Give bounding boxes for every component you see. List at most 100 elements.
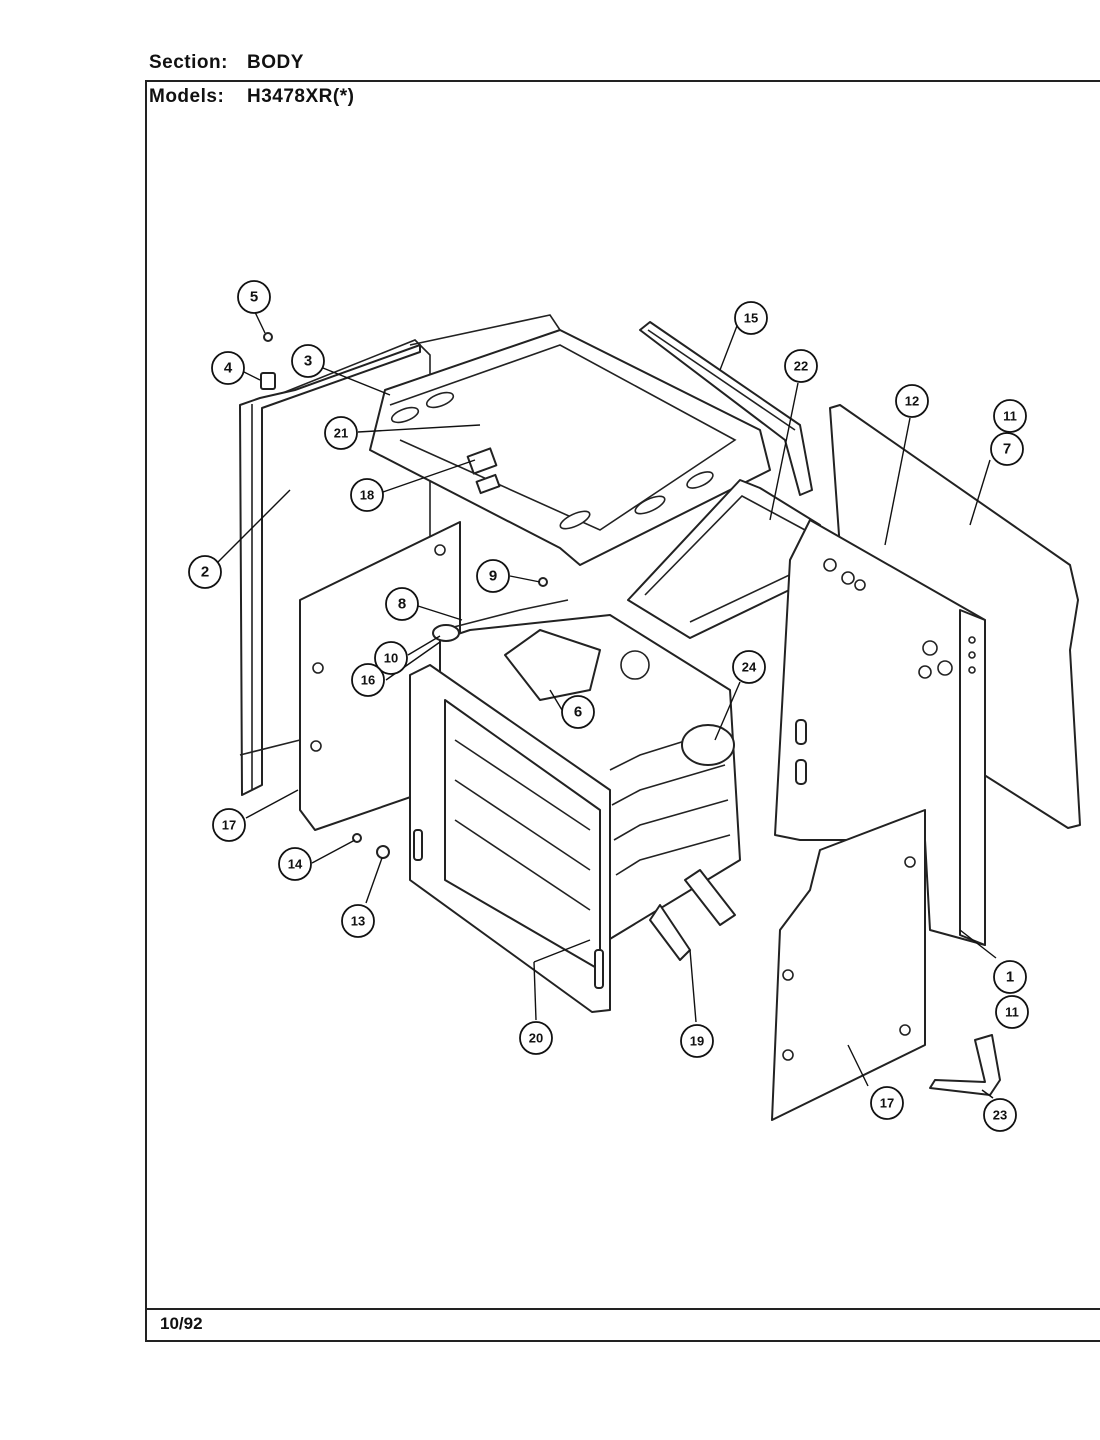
svg-text:2: 2 [201, 564, 209, 581]
svg-text:20: 20 [529, 1031, 543, 1046]
svg-text:4: 4 [224, 360, 233, 377]
leader-4 [243, 371, 261, 381]
svg-text:12: 12 [905, 394, 919, 409]
part-2-bottom [239, 739, 301, 756]
svg-text:6: 6 [574, 704, 582, 721]
leader-24 [714, 681, 741, 741]
svg-text:8: 8 [398, 596, 406, 613]
part-3-slot-1 [390, 406, 420, 424]
callout-15: 15 [734, 301, 768, 335]
svg-text:19: 19 [690, 1034, 704, 1049]
svg-text:17: 17 [222, 818, 236, 833]
revision-date: 10/92 [160, 1314, 203, 1333]
leader-21 [357, 424, 481, 433]
callout-2: 2 [188, 555, 222, 589]
section-label: Section: [149, 52, 228, 73]
part-17-hole-3 [310, 740, 322, 752]
callout-1: 1 [993, 960, 1027, 994]
callout-20: 20 [519, 1021, 553, 1055]
callout-18: 18 [350, 478, 384, 512]
models-label: Models: [149, 86, 225, 107]
svg-text:11: 11 [1005, 1005, 1019, 1020]
part-3-slot-5 [686, 471, 714, 489]
svg-text:5: 5 [250, 289, 258, 306]
leader-20 [533, 961, 537, 1021]
part-drawings [239, 314, 1081, 1121]
part-12-hole-5 [937, 660, 953, 676]
part-3-inner [389, 344, 737, 531]
part-15-edge [647, 329, 796, 431]
svg-text:7: 7 [1003, 441, 1011, 458]
models-value: H3478XR(*) [247, 86, 355, 107]
part-18-base [475, 473, 501, 495]
leader-3 [322, 367, 391, 396]
leader-10 [407, 635, 441, 656]
leader-lines [217, 309, 997, 1099]
svg-text:17: 17 [880, 1096, 894, 1111]
part-13-washer [376, 845, 390, 859]
rack-guide-2 [611, 764, 726, 806]
section-heading: Section:BODY [149, 52, 304, 74]
part-8-rod [449, 599, 569, 629]
part-3-slot-2 [425, 391, 455, 409]
callout-22: 22 [784, 349, 818, 383]
part-1-hole-3 [968, 666, 976, 674]
svg-text:16: 16 [361, 673, 375, 688]
front-rack-1 [454, 739, 591, 831]
part-1-hole-2 [968, 651, 976, 659]
leader-19 [689, 949, 697, 1023]
callout-19: 19 [680, 1024, 714, 1058]
part-17b-hole-1 [904, 856, 916, 868]
callout-6: 6 [561, 695, 595, 729]
svg-text:1: 1 [1006, 969, 1014, 986]
callout-16: 16 [351, 663, 385, 697]
callout-3: 3 [291, 344, 325, 378]
rack-guide-3 [613, 799, 729, 841]
front-frame-slot-left [413, 829, 423, 861]
part-12-slot-2 [795, 759, 807, 785]
callout-5: 5 [237, 280, 271, 314]
part-17-lower-panel [771, 809, 926, 1121]
svg-text:21: 21 [334, 426, 348, 441]
callout-17-left: 17 [212, 808, 246, 842]
cavity-vent-hole [620, 650, 650, 680]
leader-18 [382, 459, 476, 493]
front-rack-3 [454, 819, 591, 911]
svg-text:9: 9 [489, 568, 497, 585]
leader-17b [847, 1044, 869, 1087]
part-12-hole-6 [918, 665, 932, 679]
part-19-latch-2 [684, 869, 736, 926]
leader-17a [245, 789, 299, 819]
svg-text:14: 14 [288, 857, 303, 872]
part-17-hole-2 [312, 662, 324, 674]
svg-text:3: 3 [304, 353, 312, 370]
leader-9 [509, 575, 541, 583]
part-1-rail [959, 609, 986, 946]
leader-2 [217, 489, 291, 563]
leader-1 [959, 929, 997, 959]
models-heading: Models: H3478XR(*) [149, 86, 354, 108]
part-9-screw [538, 577, 548, 587]
callout-23: 23 [983, 1098, 1017, 1132]
callout-21: 21 [324, 416, 358, 450]
part-3-slot-4 [634, 495, 666, 515]
callout-24: 24 [732, 650, 766, 684]
callout-12: 12 [895, 384, 929, 418]
leader-23 [981, 1089, 994, 1099]
part-1-hole-1 [968, 636, 976, 644]
leader-5 [253, 309, 266, 334]
leader-8 [417, 605, 463, 621]
rack-guide-4 [615, 834, 731, 876]
part-12-hole-3 [854, 579, 866, 591]
part-6-bracket [504, 629, 601, 701]
callout-11-bottom: 11 [995, 995, 1029, 1029]
front-frame-slot [594, 949, 604, 989]
callout-4: 4 [211, 351, 245, 385]
leader-7 [969, 459, 991, 526]
callout-13: 13 [341, 904, 375, 938]
callout-10: 10 [374, 641, 408, 675]
part-12-hole-4 [922, 640, 938, 656]
rear-top-edge [409, 314, 561, 346]
svg-text:15: 15 [744, 311, 758, 326]
